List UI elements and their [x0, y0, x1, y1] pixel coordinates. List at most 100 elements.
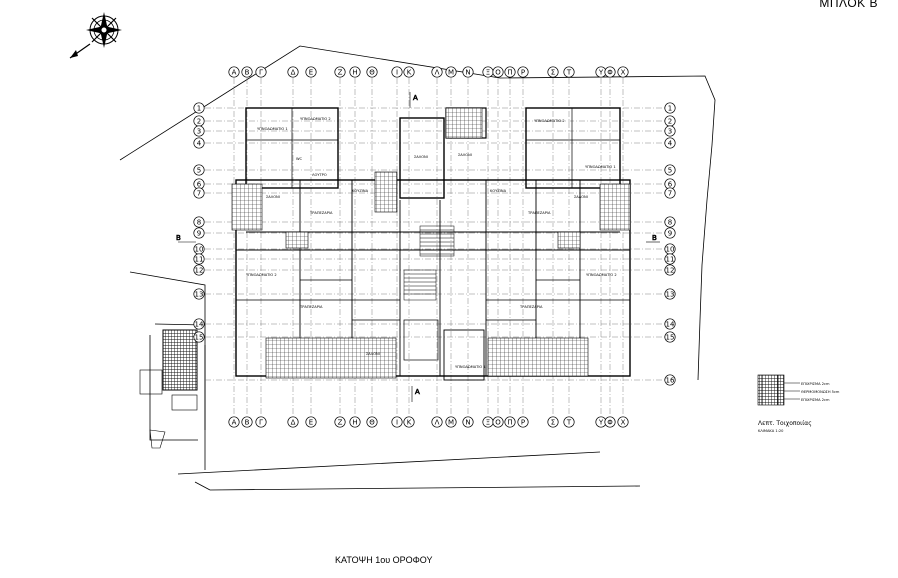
- column-bubble-top-21-label: X: [621, 68, 626, 76]
- legend-line-1: ΕΠΙΧΡΙΣΜΑ 2cm: [801, 382, 830, 386]
- row-bubble-left-9: 10: [193, 243, 205, 255]
- room-label-living-lower: ΣΑΛΟΝΙ: [366, 352, 380, 356]
- room-labels: ΥΠΝΟΔΩΜΑΤΙΟ 1 ΥΠΝΟΔΩΜΑΤΙΟ 2 ΥΠΝΟΔΩΜΑΤΙΟ …: [246, 117, 617, 369]
- legend-line-2: ΘΕΡΜΟΜΟΝΩΣΗ 5cm: [801, 390, 840, 394]
- column-bubble-bottom-21: X: [617, 416, 629, 428]
- row-bubble-left-13: 14: [193, 318, 205, 330]
- column-bubble-top-8: I: [391, 66, 403, 78]
- column-bubble-top-16-label: P: [521, 68, 525, 76]
- column-bubble-top-19-label: Y: [598, 68, 604, 76]
- column-bubble-bottom-1-label: B: [245, 418, 250, 426]
- column-bubble-bottom-0-label: A: [232, 418, 237, 426]
- row-bubble-left-0: 1: [193, 102, 205, 114]
- column-bubble-bottom-12: N: [462, 416, 474, 428]
- row-bubble-left-9-label: 10: [195, 245, 204, 253]
- row-bubble-right-10-label: 11: [666, 255, 675, 263]
- row-bubble-left-8-label: 9: [197, 229, 201, 237]
- column-bubble-top-9-label: K: [407, 68, 412, 76]
- column-bubble-bottom-15-label: Π: [507, 418, 512, 426]
- row-bubble-right-1: 2: [664, 115, 676, 127]
- row-bubble-left-4: 5: [193, 164, 205, 176]
- column-bubble-bottom-3-label: Δ: [291, 418, 296, 426]
- room-label-living-left: ΣΑΛΟΝΙ: [266, 195, 280, 199]
- column-bubble-bottom-2: Γ: [255, 416, 267, 428]
- row-bubble-left-3-label: 4: [197, 139, 202, 147]
- room-label-bedroom1-lower: ΥΠΝΟΔΩΜΑΤΙΟ 1: [455, 365, 486, 369]
- row-bubble-left-11-label: 12: [195, 266, 204, 274]
- row-bubble-right-14: 15: [664, 331, 676, 343]
- column-bubble-top-17: Σ: [547, 66, 559, 78]
- row-bubble-right-3: 4: [664, 137, 676, 149]
- column-bubble-top-14-label: O: [495, 68, 501, 76]
- column-bubble-top-0-label: A: [232, 68, 237, 76]
- column-bubble-top-0: A: [228, 66, 240, 78]
- column-bubble-bottom-19: Y: [595, 416, 607, 428]
- wall-section-legend: ΕΠΙΧΡΙΣΜΑ 2cm ΘΕΡΜΟΜΟΝΩΣΗ 5cm ΕΠΙΧΡΙΣΜΑ …: [757, 374, 840, 433]
- column-bubble-bottom-5: Z: [334, 416, 346, 428]
- column-bubble-top-3: Δ: [287, 66, 299, 78]
- row-bubble-right-4: 5: [664, 164, 676, 176]
- column-bubble-bottom-21-label: X: [621, 418, 626, 426]
- room-label-dining-lower: ΤΡΑΠΕΖΑΡΙΑ: [299, 305, 323, 309]
- row-bubble-left-6: 7: [193, 187, 205, 199]
- row-bubble-left-10-label: 11: [195, 255, 204, 263]
- column-bubble-top-8-label: I: [396, 68, 398, 76]
- room-label-living-right: ΣΑΛΟΝΙ: [574, 195, 588, 199]
- column-bubble-top-5-label: Z: [338, 68, 343, 76]
- column-bubble-top-1-label: B: [245, 68, 250, 76]
- row-bubble-left-2-label: 3: [197, 127, 201, 135]
- column-bubble-top-1: B: [241, 66, 253, 78]
- section-mark-b-left: B: [176, 234, 181, 242]
- room-label-wc: WC: [296, 157, 303, 161]
- column-bubble-top-16: P: [517, 66, 529, 78]
- legend-caption: Λεπτ. Τοιχοποιίας: [758, 420, 812, 427]
- row-bubble-left-1: 2: [193, 115, 205, 127]
- column-bubble-bottom-16: P: [517, 416, 529, 428]
- row-bubble-right-9: 10: [664, 243, 676, 255]
- column-bubble-bottom-17: Σ: [547, 416, 559, 428]
- row-bubble-left-7: 8: [193, 216, 205, 228]
- room-label-bedroom2-upper: ΥΠΝΟΔΩΜΑΤΙΟ 2: [300, 117, 331, 121]
- row-bubble-right-13: 14: [664, 318, 676, 330]
- row-bubble-right-2-label: 3: [668, 127, 672, 135]
- column-bubble-bottom-12-label: N: [465, 418, 470, 426]
- column-bubble-bottom-4-label: E: [309, 418, 313, 426]
- row-bubble-left-4-label: 5: [197, 166, 201, 174]
- row-bubble-left-14: 15: [193, 331, 205, 343]
- column-bubble-bottom-18-label: T: [566, 418, 572, 426]
- room-label-living-center-right: ΣΑΛΟΝΙ: [458, 153, 472, 157]
- column-bubble-bottom-9: K: [403, 416, 415, 428]
- room-label-bedroom2-lower: ΥΠΝΟΔΩΜΑΤΙΟ 2: [246, 273, 277, 277]
- row-bubble-right-9-label: 10: [666, 245, 675, 253]
- column-bubble-bottom-1: B: [241, 416, 253, 428]
- row-bubble-left-0-label: 1: [197, 104, 201, 112]
- column-bubble-top-5: Z: [334, 66, 346, 78]
- column-bubble-bottom-9-label: K: [407, 418, 412, 426]
- room-label-bedroom2-lower-right: ΥΠΝΟΔΩΜΑΤΙΟ 2: [586, 273, 617, 277]
- column-bubble-bottom-3: Δ: [287, 416, 299, 428]
- row-bubble-left-2: 3: [193, 125, 205, 137]
- column-bubble-bottom-6-label: H: [352, 418, 357, 426]
- row-bubble-left-1-label: 2: [197, 117, 201, 125]
- column-bubble-top-11-label: M: [448, 68, 454, 76]
- column-bubble-top-2: Γ: [255, 66, 267, 78]
- column-bubble-top-12: N: [462, 66, 474, 78]
- row-bubble-left-6-label: 7: [197, 189, 201, 197]
- north-arrow-compass-icon: [69, 12, 122, 59]
- row-bubble-left-5-label: 6: [197, 180, 202, 188]
- column-bubble-bottom-17-label: Σ: [551, 418, 555, 426]
- column-bubble-bottom-13-label: Ξ: [486, 418, 490, 426]
- column-bubble-top-20-label: Φ: [607, 68, 613, 76]
- row-bubble-right-14-label: 15: [666, 333, 675, 341]
- column-bubble-bottom-16-label: P: [521, 418, 525, 426]
- row-bubble-right-10: 11: [664, 253, 676, 265]
- column-bubble-top-14: O: [492, 66, 504, 78]
- section-mark-b-right: B: [652, 234, 657, 242]
- column-bubble-top-20: Φ: [604, 66, 616, 78]
- row-bubble-left-7-label: 8: [197, 218, 201, 226]
- column-bubble-top-7: Θ: [366, 66, 378, 78]
- row-bubble-right-15: 16: [664, 374, 676, 386]
- site-boundary: [119, 45, 716, 491]
